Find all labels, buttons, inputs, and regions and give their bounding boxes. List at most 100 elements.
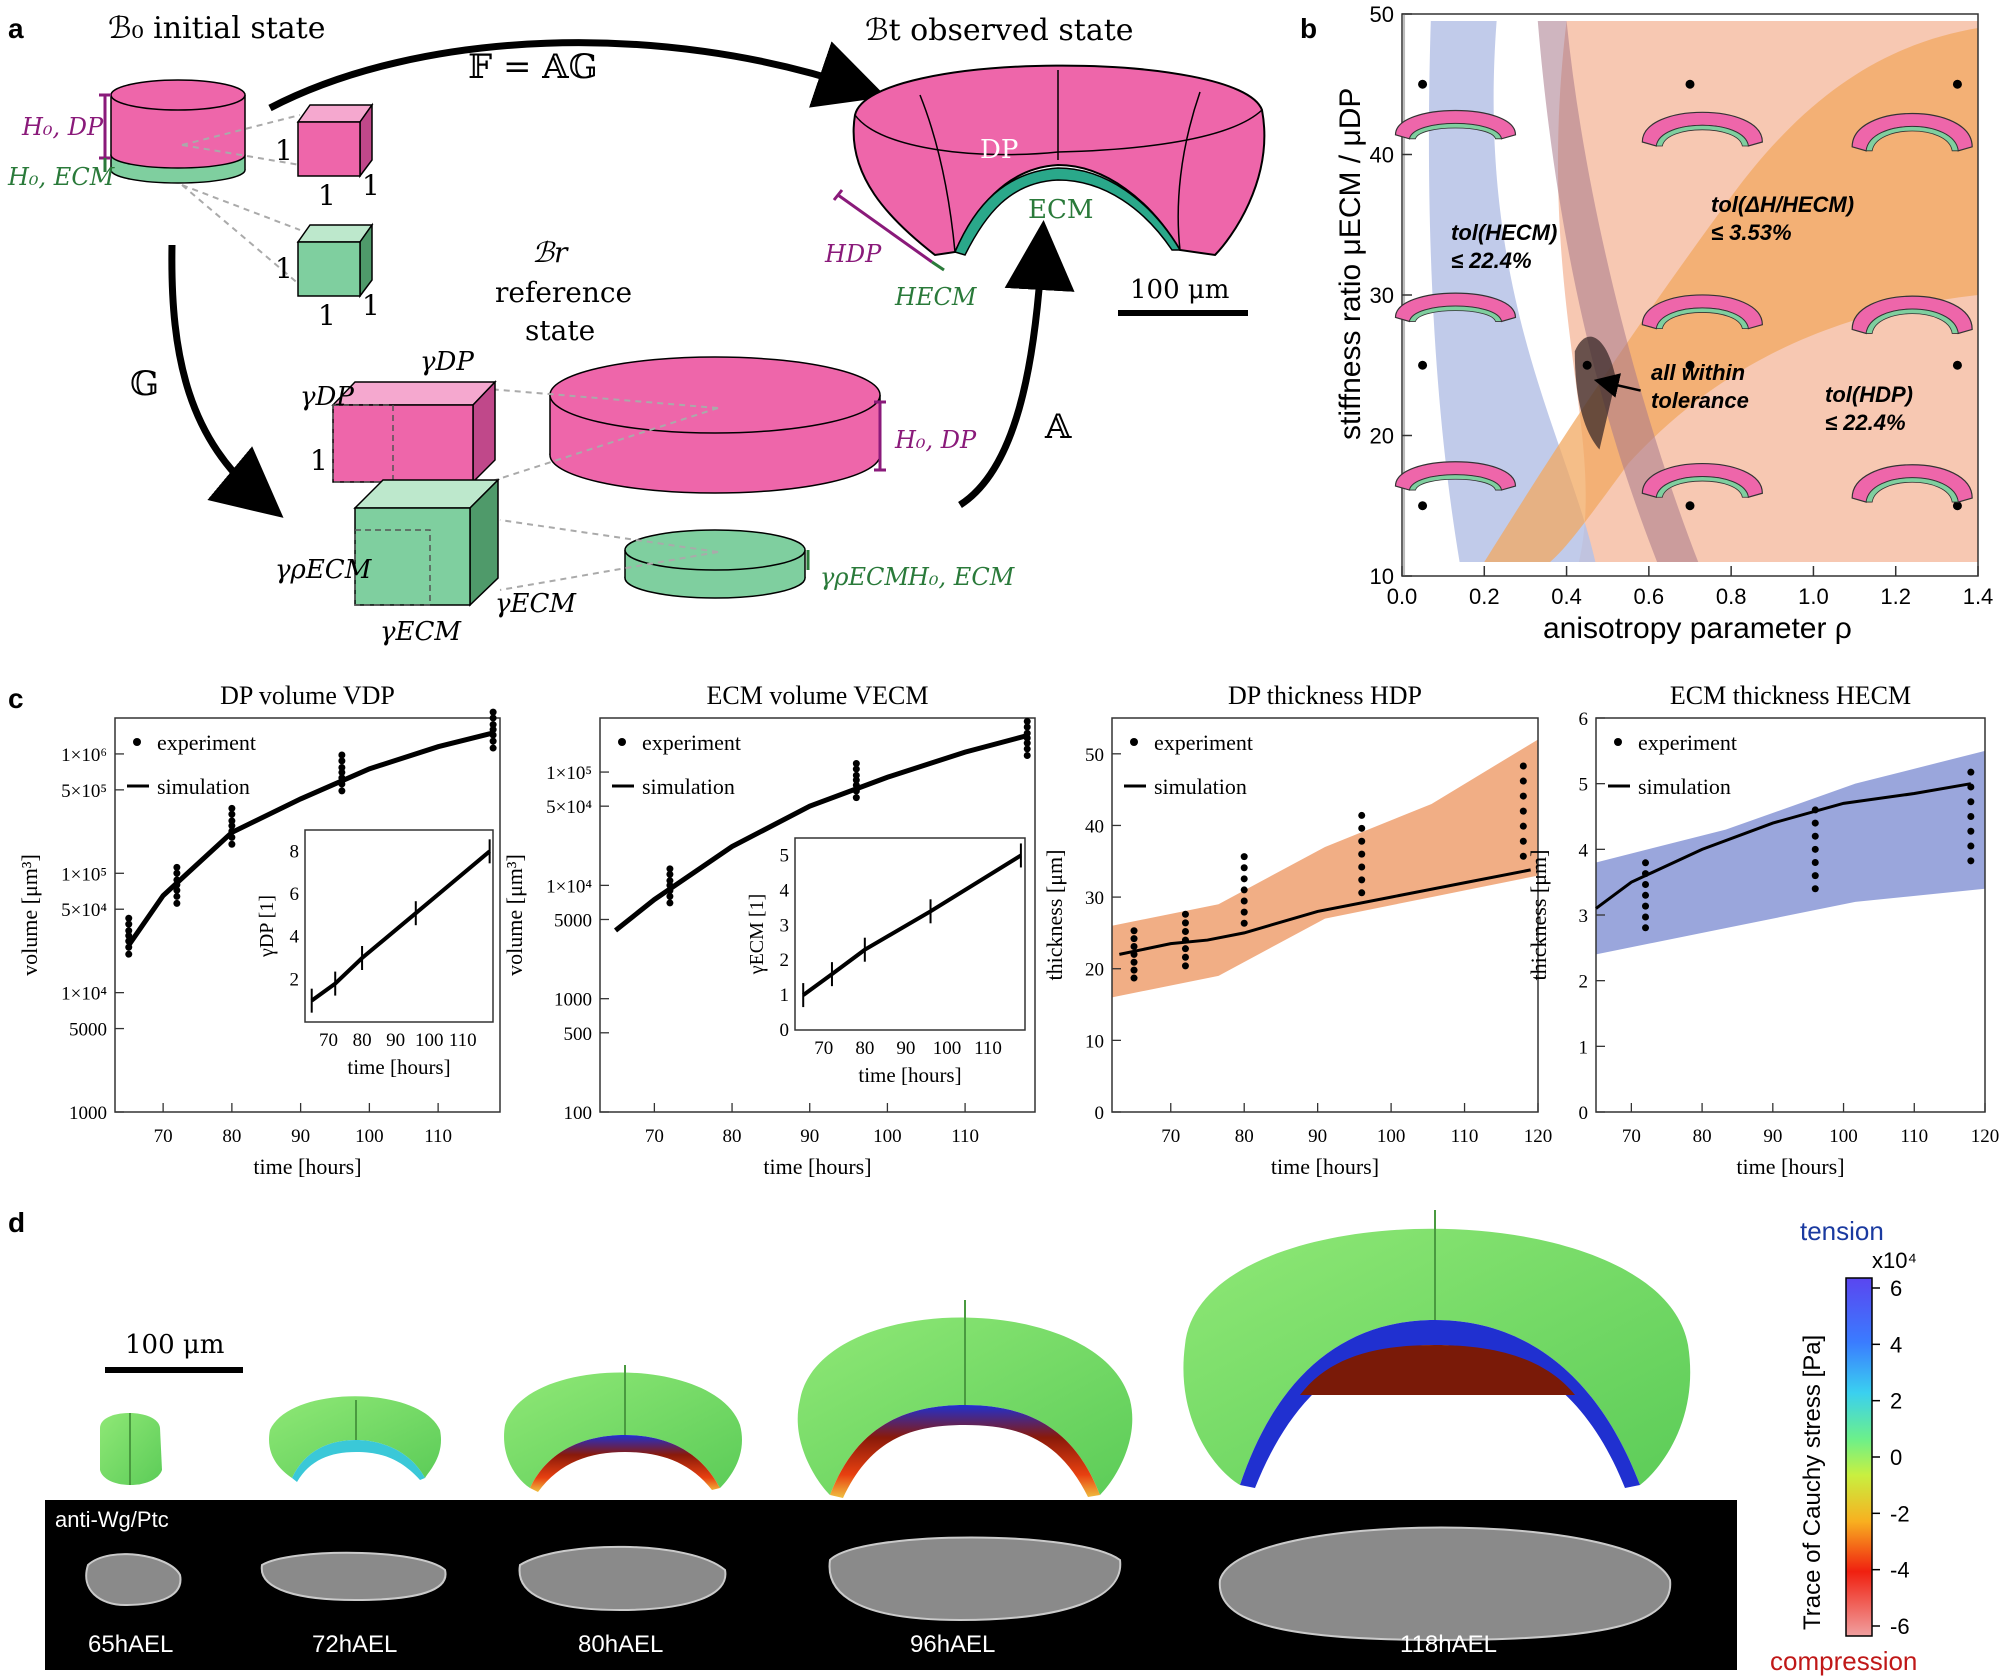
reference-dp-block: [331, 380, 497, 484]
x-tick-label: 80: [723, 1126, 742, 1147]
experiment-point: [338, 751, 346, 759]
panel-b-ytick-label: 30: [1370, 283, 1394, 308]
experiment-point: [1967, 842, 1975, 850]
legend-experiment: experiment: [157, 730, 256, 755]
experiment-point: [1358, 824, 1366, 832]
y-axis-label: volume [μm³]: [17, 854, 42, 976]
experiment-point: [1130, 943, 1138, 951]
experiment-point: [1240, 897, 1248, 905]
y-tick-label: 5×10⁵: [61, 781, 107, 802]
x-tick-label: 120: [1971, 1126, 2000, 1147]
colorbar-tick-label: 6: [1890, 1276, 1902, 1301]
experiment-point: [125, 932, 133, 940]
experiment-point: [1811, 845, 1819, 853]
legend-experiment-marker: [618, 738, 626, 746]
experiment-point: [1642, 880, 1650, 888]
panel-label-d: d: [8, 1207, 25, 1238]
x-tick-label: 80: [1235, 1126, 1254, 1147]
experiment-point: [852, 760, 860, 768]
sample-point: [1418, 360, 1428, 370]
gamma-ecm-depth: γECM: [495, 589, 577, 619]
x-tick-label: 100: [873, 1126, 902, 1147]
dp-label: DP: [980, 135, 1018, 165]
legend-experiment-marker: [1614, 738, 1622, 746]
experiment-point: [125, 914, 133, 922]
h0dp-ref-label: H₀, DP: [894, 426, 977, 454]
inset-frame: [794, 837, 1026, 1031]
arrow-G: [168, 244, 284, 518]
x-axis-label: time [hours]: [253, 1154, 361, 1179]
y-tick-label: 5×10⁴: [61, 900, 107, 921]
y-tick-label: 5: [1579, 775, 1589, 796]
inset-y-tick-label: 5: [780, 845, 790, 866]
chart-frame: [114, 717, 501, 1113]
inset-x-tick-label: 90: [386, 1030, 405, 1051]
experiment-point: [1519, 837, 1527, 845]
colorbar-tick-label: 0: [1890, 1445, 1902, 1470]
micro-96: [828, 1536, 1122, 1622]
experiment-point: [666, 892, 674, 900]
panel-d: d 100 μm anti-W: [8, 1207, 1917, 1676]
inset-y-tick-label: 2: [780, 950, 790, 971]
experiment-point: [1023, 729, 1031, 737]
mini-disc-ecm: [1409, 474, 1502, 491]
x-axis-label: time [hours]: [1271, 1154, 1379, 1179]
y-tick-label: 1×10⁴: [61, 984, 107, 1005]
experiment-point: [125, 937, 133, 945]
unit-cube-ecm: [296, 222, 374, 299]
y-axis-label: volume [μm³]: [502, 854, 527, 976]
experiment-point: [173, 876, 181, 884]
experiment-point: [666, 865, 674, 873]
experiment-point: [1358, 889, 1366, 897]
experiment-point: [489, 744, 497, 752]
time-80: 80hAEL: [578, 1631, 663, 1658]
cube-ecm-depth: 1: [362, 289, 380, 322]
cube-ecm-side: 1: [275, 252, 293, 285]
inset-x-label: time [hours]: [858, 1063, 961, 1087]
panel-b-ytick-label: 40: [1370, 143, 1394, 168]
arrow-A: [958, 220, 1075, 508]
time-96: 96hAEL: [910, 1631, 995, 1658]
x-tick-label: 110: [1900, 1126, 1928, 1147]
experiment-point: [1358, 876, 1366, 884]
experiment-point: [1811, 858, 1819, 866]
colorbar-label: Trace of Cauchy stress [Pa]: [1799, 1335, 1826, 1630]
inset-y-tick-label: 1: [780, 985, 790, 1006]
experiment-point: [1240, 886, 1248, 894]
experiment-point: [1181, 919, 1189, 927]
legend-experiment-marker: [1130, 738, 1138, 746]
hecm-label: HECM: [894, 283, 978, 311]
tol-dh-1: tol(ΔH/HECM): [1711, 192, 1854, 217]
x-tick-label: 80: [1693, 1126, 1712, 1147]
experiment-point: [125, 950, 133, 958]
simulation-line: [1595, 782, 1972, 910]
region-tol-hecm: [1428, 21, 1596, 562]
y-tick-label: 5000: [69, 1020, 107, 1041]
experiment-point: [1519, 807, 1527, 815]
sample-point: [1952, 360, 1962, 370]
tol-hecm-1: tol(HECM): [1451, 220, 1557, 245]
x-tick-label: 120: [1524, 1126, 1553, 1147]
experiment-point: [1642, 870, 1650, 878]
y-tick-label: 4: [1579, 840, 1589, 861]
experiment-point: [1130, 950, 1138, 958]
y-tick-label: 1×10⁵: [61, 864, 107, 885]
sample-point: [1685, 501, 1695, 511]
panel-a: a ℬ₀ initial state H₀, DP H₀, ECM: [7, 11, 1266, 647]
y-tick-label: 500: [564, 1024, 593, 1045]
region-tol-dh: [1484, 28, 1978, 562]
micro-65: [85, 1553, 182, 1607]
experiment-point: [1358, 863, 1366, 871]
experiment-point: [1130, 958, 1138, 966]
time-72: 72hAEL: [312, 1631, 397, 1658]
colorbar-tick-label: 4: [1890, 1332, 1902, 1357]
panel-b-ylabel: stiffness ratio μECM / μDP: [1334, 88, 1367, 440]
experiment-point: [338, 774, 346, 782]
sample-point: [1418, 501, 1428, 511]
panel-b-xtick-label: 1.0: [1798, 584, 1829, 609]
